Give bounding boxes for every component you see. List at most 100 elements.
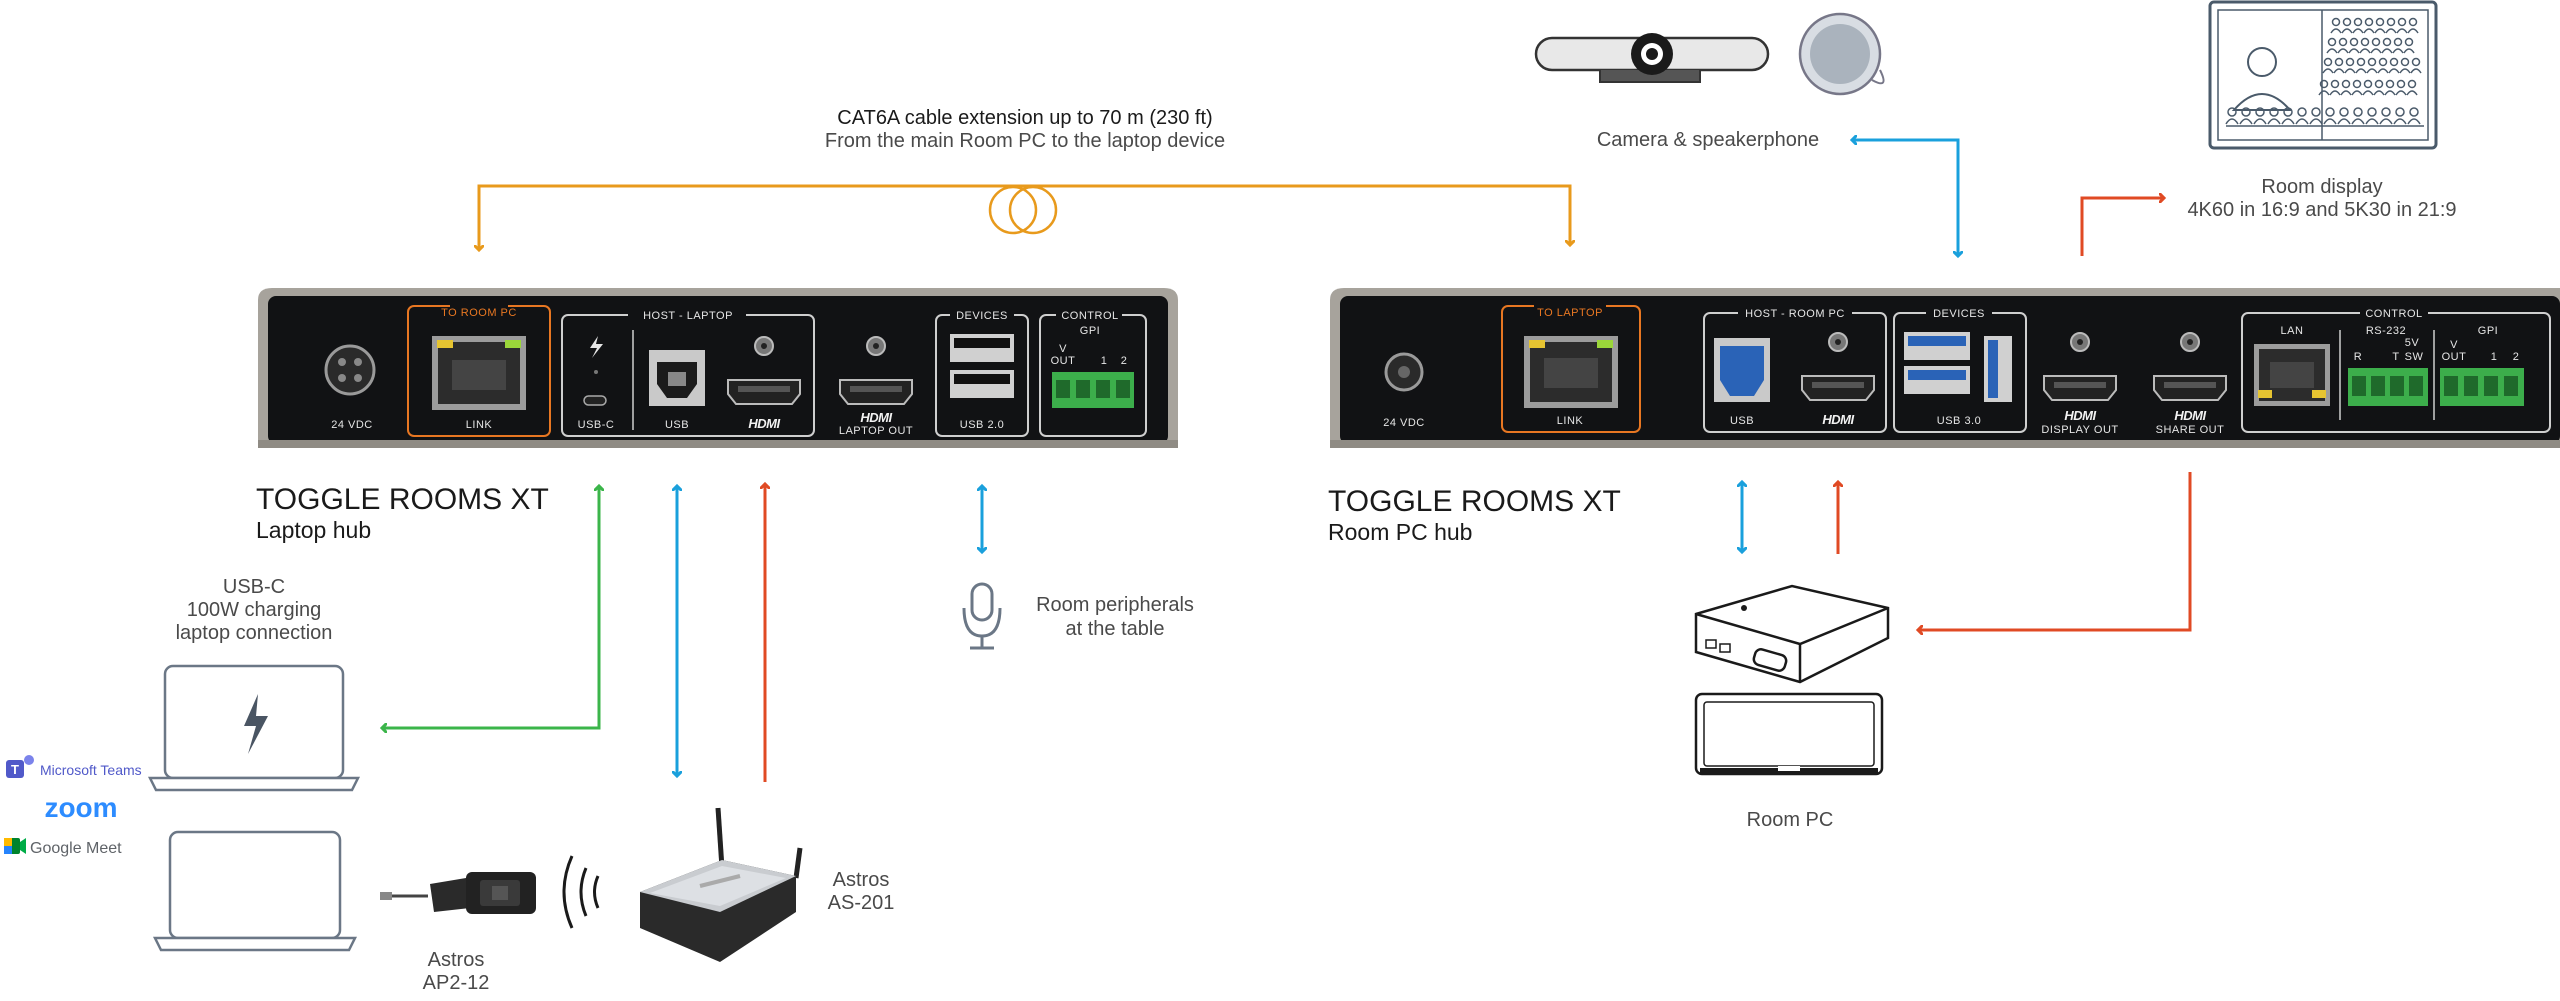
touch-panel-icon bbox=[1694, 692, 1884, 776]
remote-person-icon bbox=[2247, 47, 2277, 77]
display-hdmi-label: HDMI bbox=[2064, 408, 2096, 423]
display-label-2: 4K60 in 16:9 and 5K30 in 21:9 bbox=[2187, 199, 2456, 221]
usb-b-port[interactable] bbox=[649, 350, 705, 406]
host-laptop-label: HOST - LAPTOP bbox=[643, 310, 733, 322]
cable-connection: CAT6A cable extension up to 70 m (230 ft… bbox=[479, 107, 1570, 250]
camera-bar-icon bbox=[1534, 33, 1770, 83]
room-hdmi-in-port[interactable] bbox=[1801, 332, 1875, 401]
room-devices-label: DEVICES bbox=[1933, 308, 1985, 320]
camera-line bbox=[1852, 140, 1958, 256]
peripherals-label-1: Room peripherals bbox=[1036, 594, 1194, 616]
usbc-label-3: laptop connection bbox=[176, 622, 333, 644]
laptop-out-label: LAPTOP OUT bbox=[839, 425, 913, 437]
usb3-label: USB 3.0 bbox=[1937, 415, 1981, 427]
hdmi-laptop-out-port[interactable] bbox=[839, 336, 913, 405]
zoom-logo: zoom bbox=[44, 792, 117, 823]
usbc-charging-line bbox=[382, 486, 599, 728]
rs232-label: RS-232 bbox=[2366, 325, 2406, 337]
mini-pc-icon bbox=[1694, 584, 1890, 684]
power-label: 24 VDC bbox=[331, 419, 373, 431]
room-link-rj45-port[interactable] bbox=[1524, 336, 1618, 408]
lan-label: LAN bbox=[2281, 325, 2304, 337]
teams-label: Microsoft Teams bbox=[40, 762, 142, 778]
astros-ap-label-2: AP2-12 bbox=[423, 972, 490, 994]
usbc-label-2: 100W charging bbox=[187, 599, 322, 621]
to-laptop-label: TO LAPTOP bbox=[1537, 307, 1603, 319]
room-control-label: CONTROL bbox=[2365, 308, 2422, 320]
room-gpi-label: GPI bbox=[2478, 325, 2498, 337]
rs232-terminal-block[interactable] bbox=[2348, 368, 2428, 406]
usb3-port-bottom[interactable] bbox=[1904, 366, 1970, 394]
hdmi-in-port[interactable] bbox=[727, 336, 801, 405]
meet-label: Google Meet bbox=[30, 840, 122, 857]
wireless-signal-icon bbox=[562, 855, 600, 929]
usb2-label: USB 2.0 bbox=[960, 419, 1004, 431]
cable-line bbox=[477, 184, 1570, 245]
display-label-1: Room display bbox=[2261, 176, 2382, 198]
room-power-jack[interactable] bbox=[1384, 352, 1424, 392]
usb3-port-top[interactable] bbox=[1904, 332, 1970, 360]
room-usb-label: USB bbox=[1730, 415, 1754, 427]
astros-201-label-2: AS-201 bbox=[828, 892, 895, 914]
devices-label: DEVICES bbox=[956, 310, 1008, 322]
power-jack-4pin[interactable] bbox=[324, 344, 376, 396]
gpi-2-label: 2 bbox=[1121, 355, 1128, 367]
hdmi-in-label: HDMI bbox=[748, 416, 780, 431]
speakerphone-icon bbox=[1798, 12, 1885, 96]
display-out-label: DISPLAY OUT bbox=[2041, 424, 2118, 436]
gpi-label: GPI bbox=[1080, 325, 1100, 337]
room-gpi-2-label: 2 bbox=[2513, 351, 2520, 363]
hdmi-out-label: HDMI bbox=[860, 410, 892, 425]
usb2-port-bottom[interactable] bbox=[950, 370, 1014, 398]
cable-coil-icon-2 bbox=[1008, 185, 1058, 235]
room-gpi-1-label: 1 bbox=[2491, 351, 2498, 363]
audience-icon bbox=[2318, 17, 2422, 96]
svg-text:T: T bbox=[11, 762, 19, 777]
gpi-terminal-block[interactable] bbox=[1052, 372, 1134, 408]
room-pc-hub: 24 VDC TO LAPTOP LINK HOST - ROOM PC USB… bbox=[1330, 288, 2560, 448]
room-hub-subtitle: Room PC hub bbox=[1328, 519, 1472, 545]
laptop-hub-subtitle: Laptop hub bbox=[256, 517, 371, 543]
link-label: LINK bbox=[466, 419, 493, 431]
display-out-line bbox=[2080, 198, 2164, 256]
laptop-bottom-icon bbox=[152, 830, 358, 952]
room-hdmi-in-label: HDMI bbox=[1822, 412, 1854, 427]
astros-201-label-1: Astros bbox=[833, 869, 890, 891]
share-out-line bbox=[1918, 472, 2192, 630]
room-display-icon bbox=[2208, 0, 2438, 150]
gpi-v-label: V bbox=[1059, 343, 1067, 355]
room-usb-b-port[interactable] bbox=[1714, 338, 1770, 402]
hdmi-display-out-port[interactable] bbox=[2043, 332, 2117, 401]
share-hdmi-label: HDMI bbox=[2174, 408, 2206, 423]
usbc-label: USB-C bbox=[578, 419, 615, 431]
hdmi-share-out-port[interactable] bbox=[2153, 332, 2227, 401]
usbc-bolt-icon bbox=[244, 694, 268, 754]
usb-label: USB bbox=[665, 419, 689, 431]
rs-t-label: T bbox=[2392, 351, 2399, 363]
cable-label-line1: CAT6A cable extension up to 70 m (230 ft… bbox=[837, 107, 1212, 129]
rs-r-label: R bbox=[2354, 351, 2362, 363]
google-meet-logo bbox=[4, 838, 26, 854]
usbc-port[interactable] bbox=[583, 395, 607, 406]
microphone-icon bbox=[962, 582, 1002, 650]
astros-as201-receiver-icon bbox=[640, 807, 803, 962]
control-label: CONTROL bbox=[1061, 310, 1118, 322]
cable-coil-icon bbox=[988, 185, 1038, 235]
astros-ap2-dongle-icon bbox=[380, 872, 536, 914]
host-room-pc-label: HOST - ROOM PC bbox=[1745, 308, 1845, 320]
room-link-label: LINK bbox=[1557, 415, 1584, 427]
camera-label: Camera & speakerphone bbox=[1597, 129, 1819, 151]
to-room-pc-label: TO ROOM PC bbox=[441, 307, 517, 319]
usb3-port-vertical[interactable] bbox=[1984, 336, 2012, 402]
peripherals-label-2: at the table bbox=[1066, 618, 1165, 640]
laptop-hub: 24 VDC TO ROOM PC LINK HOST - LAPTOP USB… bbox=[258, 288, 1178, 448]
charging-bolt-icon bbox=[590, 336, 603, 358]
rs-5v-label: 5V bbox=[2405, 337, 2420, 349]
usb2-port-top[interactable] bbox=[950, 334, 1014, 362]
room-gpi-terminal-block[interactable] bbox=[2440, 368, 2524, 406]
cable-label-line2: From the main Room PC to the laptop devi… bbox=[825, 130, 1225, 152]
link-rj45-port[interactable] bbox=[432, 336, 526, 410]
room-hub-title: TOGGLE ROOMS XT bbox=[1328, 485, 1621, 518]
lan-rj45-port[interactable] bbox=[2254, 344, 2330, 406]
